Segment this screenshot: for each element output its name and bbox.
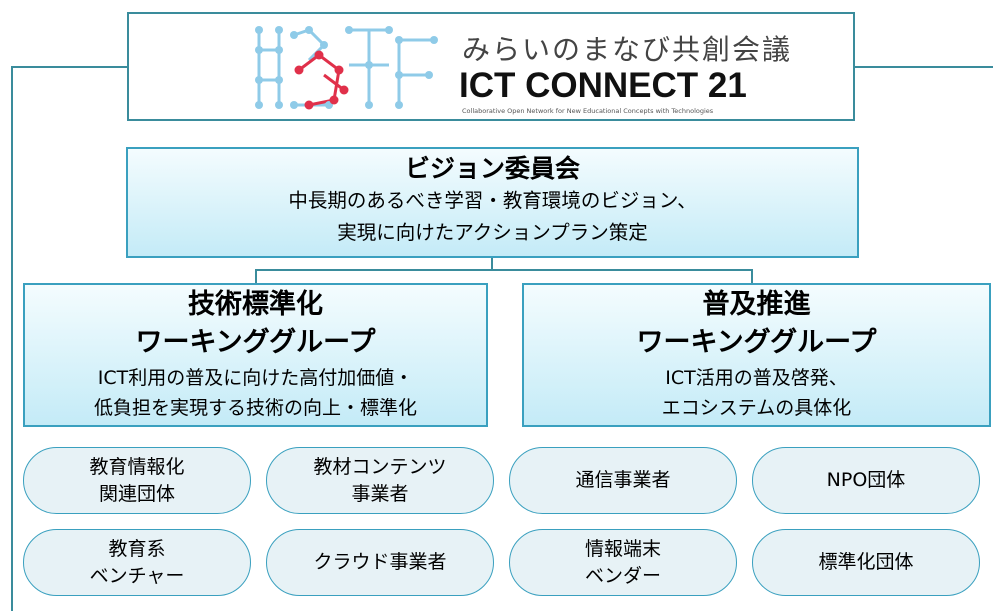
member-pill: 教育情報化 関連団体 — [23, 447, 251, 514]
vision-committee-title: ビジョン委員会 — [404, 154, 580, 183]
member-pill: 通信事業者 — [509, 447, 737, 514]
logo-tagline: みらいのまなび共創会議 — [462, 33, 793, 66]
wg-standardization-box: 技術標準化 ワーキンググループ ICT利用の普及に向けた高付加価値・ 低負担を実… — [23, 283, 488, 427]
connector-right-top — [855, 66, 993, 68]
wg-promotion-title1: 普及推進 — [702, 289, 811, 320]
vision-committee-box: ビジョン委員会 中長期のあるべき学習・教育環境のビジョン、 実現に向けたアクショ… — [126, 147, 859, 258]
member-pill: 教育系 ベンチャー — [23, 529, 251, 596]
wg-promotion-title2: ワーキンググループ — [636, 327, 877, 358]
logo-subtitle: Collaborative Open Network for New Educa… — [462, 107, 714, 115]
member-pill: 情報端末 ベンダー — [509, 529, 737, 596]
logo-panel: みらいのまなび共創会議 ICT CONNECT 21 Collaborative… — [127, 12, 855, 121]
ict-connect-logo-mark — [255, 26, 438, 110]
member-pill: 標準化団体 — [752, 529, 980, 596]
wg-promotion-line1: ICT活用の普及啓発、 — [665, 367, 848, 389]
member-pill: クラウド事業者 — [266, 529, 494, 596]
vision-committee-line1: 中長期のあるべき学習・教育環境のビジョン、 — [288, 189, 697, 212]
member-pill: NPO団体 — [752, 447, 980, 514]
wg-standardization-line1: ICT利用の普及に向けた高付加価値・ — [97, 367, 414, 389]
connector-wg1-down — [255, 269, 257, 283]
logo-title: ICT CONNECT 21 — [459, 66, 747, 105]
connector-wg2-down — [751, 269, 753, 283]
wg-promotion-box: 普及推進 ワーキンググループ ICT活用の普及啓発、 エコシステムの具体化 — [522, 283, 991, 427]
connector-left-top — [11, 66, 127, 68]
member-pill: 教材コンテンツ 事業者 — [266, 447, 494, 514]
wg-standardization-line2: 低負担を実現する技術の向上・標準化 — [93, 397, 417, 419]
connector-vision-down — [491, 258, 493, 270]
connector-wg-bar — [255, 269, 753, 271]
wg-standardization-title2: ワーキンググループ — [135, 327, 376, 358]
wg-promotion-line2: エコシステムの具体化 — [661, 397, 852, 419]
wg-standardization-title1: 技術標準化 — [188, 289, 323, 320]
vision-committee-line2: 実現に向けたアクションプラン策定 — [337, 221, 648, 244]
connector-left-vertical — [11, 66, 13, 611]
